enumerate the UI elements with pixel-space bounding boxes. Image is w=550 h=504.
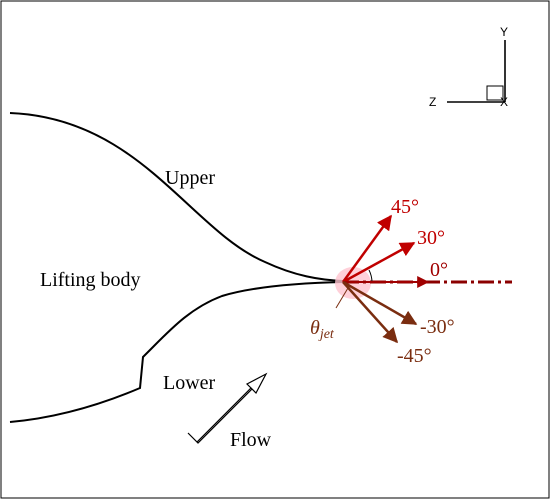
flow-label: Flow xyxy=(230,429,272,451)
upper-surface-curve xyxy=(9,112,344,282)
lower-surface-curve xyxy=(9,281,344,423)
z-axis-label: Z xyxy=(429,95,436,109)
y-axis-label: Y xyxy=(500,25,508,39)
jet-arrow-neg45 xyxy=(342,281,399,344)
angle-label-neg45: -45° xyxy=(397,345,432,367)
x-axis-box xyxy=(486,85,504,101)
jet-arrow-30 xyxy=(342,241,416,284)
flow-direction-icon xyxy=(187,372,268,444)
angle-label-45: 45° xyxy=(391,196,419,218)
angle-label-0: 0° xyxy=(430,259,448,281)
lower-label: Lower xyxy=(163,372,216,394)
lifting-body-label: Lifting body xyxy=(40,269,141,291)
jet-arrow-45 xyxy=(341,214,393,283)
theta-jet-label: θjet xyxy=(310,317,335,342)
theta-leader-line xyxy=(335,287,349,309)
angle-label-neg30: -30° xyxy=(420,316,455,338)
jet-arrow-neg30 xyxy=(342,280,418,326)
theta-subscript: jet xyxy=(318,327,335,342)
upper-label: Upper xyxy=(165,167,215,189)
x-axis-label: X xyxy=(500,95,508,109)
axis-triad: Y Z X xyxy=(429,25,508,109)
angle-label-30: 30° xyxy=(417,227,445,249)
theta-symbol: θ xyxy=(310,317,320,339)
